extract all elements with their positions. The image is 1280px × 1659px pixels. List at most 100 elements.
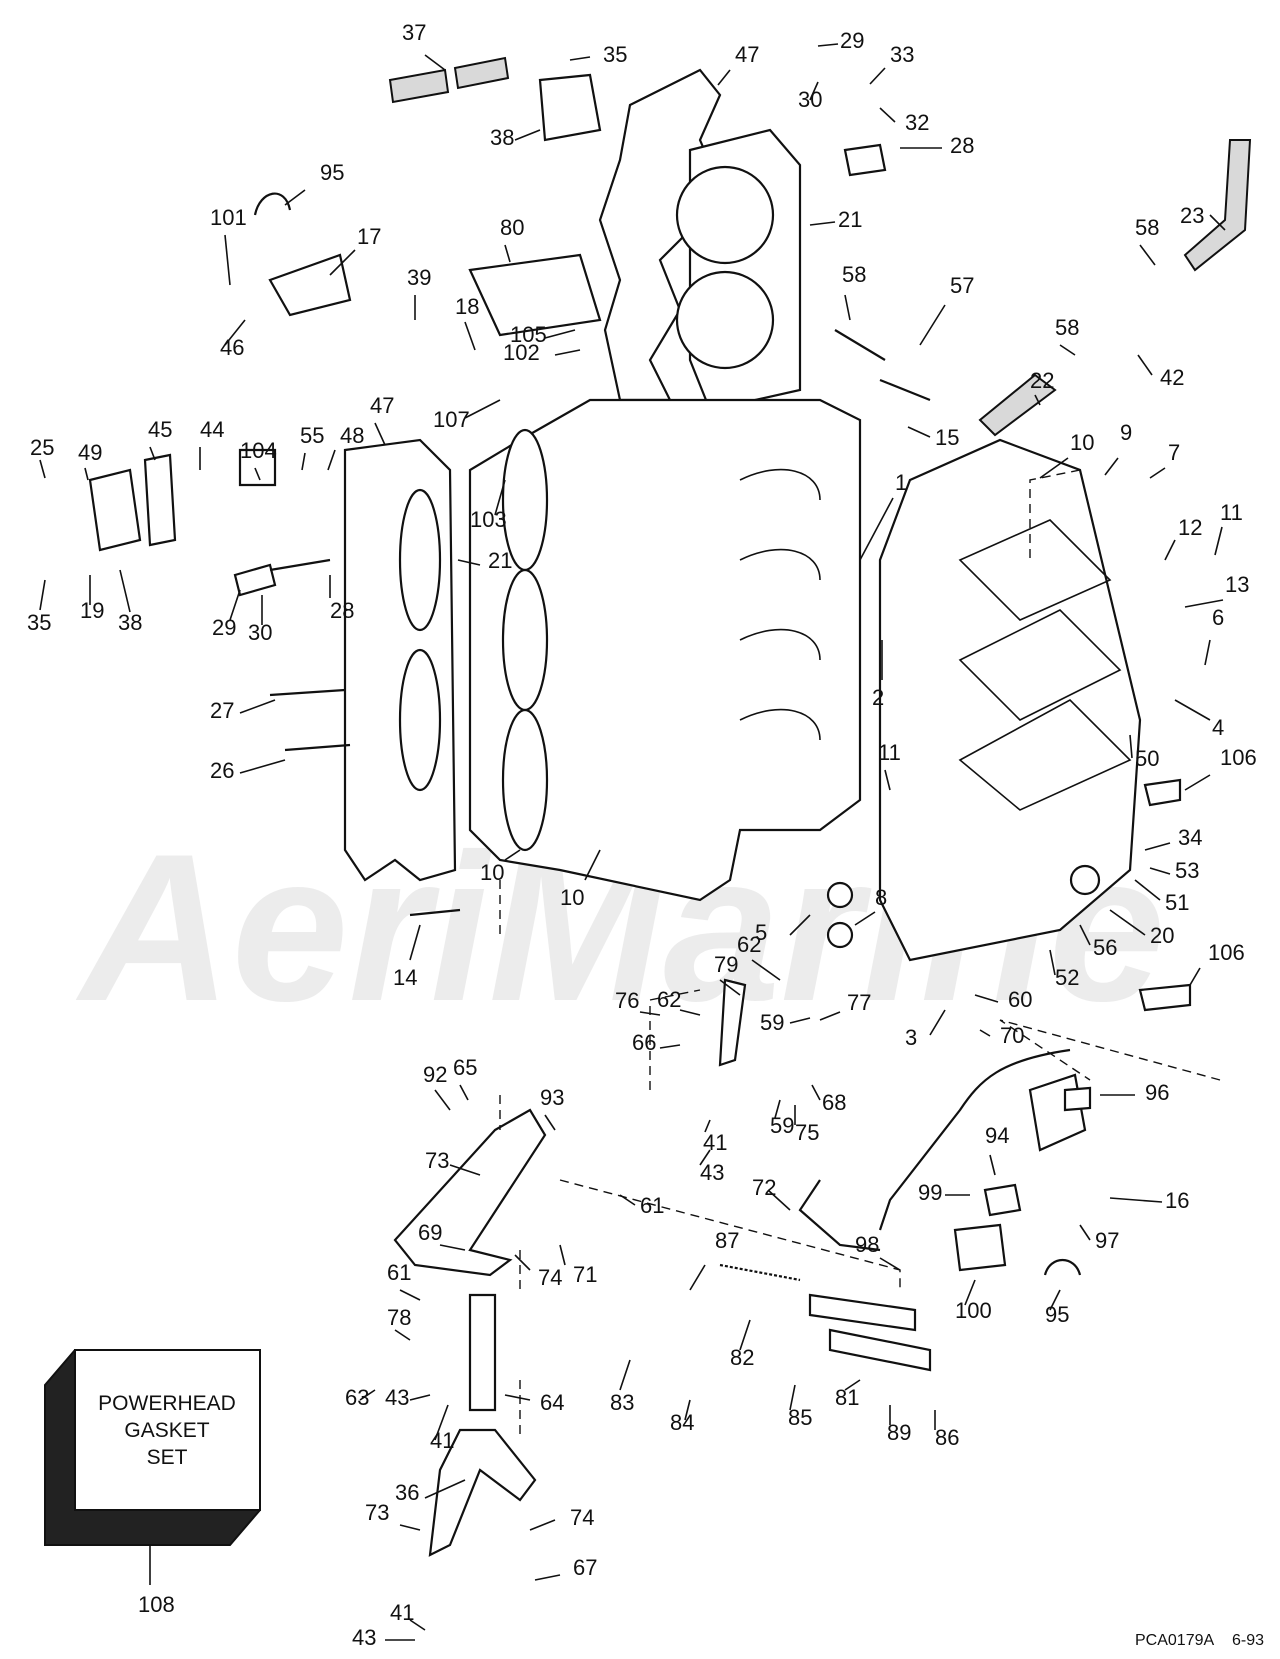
callout-10: 10	[480, 860, 504, 885]
leader-line-101	[224, 234, 231, 286]
lower-arm	[428, 1428, 537, 1557]
leader-line-5	[789, 914, 811, 936]
leader-line-26	[239, 759, 286, 774]
leader-line-10	[584, 849, 601, 881]
leader-line-16	[1109, 1197, 1163, 1203]
gasket-box-line-3: SET	[147, 1446, 188, 1469]
callout-99: 99	[918, 1180, 942, 1205]
washer-8b	[826, 921, 854, 949]
leader-line-4	[1174, 699, 1211, 721]
callout-72: 72	[752, 1175, 776, 1200]
leader-line-93	[544, 1114, 556, 1131]
callout-34: 34	[1178, 825, 1202, 850]
callout-106: 106	[1208, 940, 1245, 965]
callout-86: 86	[935, 1425, 959, 1450]
leader-line-95	[284, 189, 306, 206]
callout-61: 61	[387, 1260, 411, 1285]
callout-41: 41	[703, 1130, 727, 1155]
hose-22	[978, 373, 1057, 437]
leader-line-22	[1034, 394, 1041, 406]
leader-line-70	[979, 1029, 991, 1037]
leader-line-78	[394, 1329, 411, 1341]
leader-line-32	[879, 107, 896, 123]
washer-8a	[826, 881, 854, 909]
callout-81: 81	[835, 1385, 859, 1410]
leader-line-6	[1204, 639, 1211, 666]
leader-line-77	[819, 1011, 841, 1021]
leader-line-11	[1214, 526, 1223, 556]
leader-line-68	[811, 1084, 821, 1101]
leader-line-100	[964, 1279, 976, 1306]
callout-70: 70	[1000, 1023, 1024, 1048]
callout-68: 68	[822, 1090, 846, 1115]
callout-6: 6	[1212, 605, 1224, 630]
leader-line-62	[679, 1009, 701, 1016]
callout-48: 48	[340, 423, 364, 448]
callout-2: 2	[872, 685, 884, 710]
leader-line-20	[1109, 909, 1146, 936]
callout-15: 15	[935, 425, 959, 450]
callout-78: 78	[387, 1305, 411, 1330]
leader-line-61	[619, 1194, 636, 1206]
callout-74: 74	[570, 1505, 594, 1530]
callout-39: 39	[407, 265, 431, 290]
leader-line-41	[409, 1619, 426, 1631]
callout-26: 26	[210, 758, 234, 783]
callout-71: 71	[573, 1262, 597, 1287]
leader-line-64	[504, 1394, 531, 1401]
leader-line-107	[464, 399, 501, 419]
leader-line-38	[514, 129, 541, 141]
cover-38-top	[538, 73, 602, 142]
callout-76: 76	[615, 988, 639, 1013]
callout-46: 46	[220, 335, 244, 360]
callout-47: 47	[735, 42, 759, 67]
leader-line-49	[84, 467, 89, 481]
callout-58: 58	[842, 262, 866, 287]
callout-10: 10	[560, 885, 584, 910]
leader-line-59	[774, 1099, 781, 1119]
callout-87: 87	[715, 1228, 739, 1253]
callout-69: 69	[418, 1220, 442, 1245]
leader-line-41	[434, 1404, 449, 1441]
leader-line-72	[767, 1189, 791, 1211]
callout-44: 44	[200, 417, 224, 442]
callout-103: 103	[470, 507, 507, 532]
callout-63: 63	[345, 1385, 369, 1410]
callout-35: 35	[27, 610, 51, 635]
callout-104: 104	[240, 438, 277, 463]
callout-21: 21	[838, 207, 862, 232]
callout-1: 1	[895, 470, 907, 495]
callout-7: 7	[1168, 440, 1180, 465]
callout-8: 8	[875, 885, 887, 910]
clip-94	[983, 1183, 1022, 1217]
leader-lines	[39, 43, 1226, 1641]
leader-line-62	[751, 959, 781, 981]
callout-89: 89	[887, 1420, 911, 1445]
leader-line-84	[684, 1399, 691, 1421]
leader-line-25	[39, 459, 46, 479]
leader-line-33	[869, 67, 886, 85]
callout-43: 43	[385, 1385, 409, 1410]
leader-line-92	[434, 1089, 451, 1111]
thermostat-104	[238, 448, 277, 487]
spring-82	[719, 1263, 801, 1282]
callout-106: 106	[1220, 745, 1257, 770]
callout-28: 28	[950, 133, 974, 158]
leader-line-3	[929, 1009, 946, 1036]
leader-line-85	[789, 1384, 796, 1411]
callout-30: 30	[798, 87, 822, 112]
leader-line-51	[1134, 879, 1161, 901]
leader-line-103	[494, 479, 506, 516]
callout-21: 21	[488, 548, 512, 573]
callout-105: 105	[510, 322, 547, 347]
callout-29: 29	[840, 28, 864, 53]
callout-79: 79	[714, 952, 738, 977]
crankcase	[878, 438, 1142, 962]
leader-line-95	[1049, 1289, 1061, 1311]
callout-73: 73	[365, 1500, 389, 1525]
leader-line-17	[329, 249, 356, 276]
callout-29: 29	[212, 615, 236, 640]
leader-line-21	[809, 221, 836, 226]
callout-84: 84	[670, 1410, 694, 1435]
